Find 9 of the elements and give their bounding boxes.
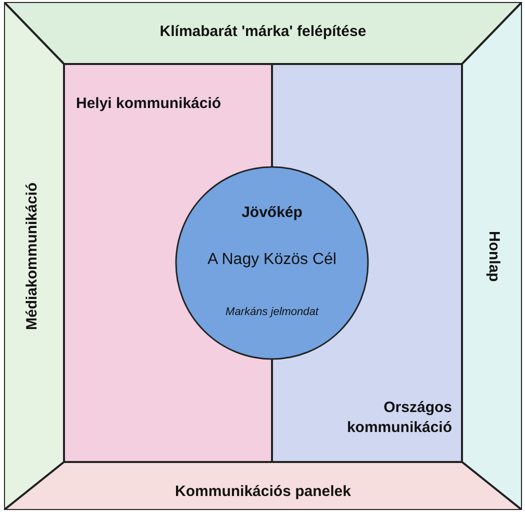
panel-label: Kommunikációs panelek <box>174 482 352 502</box>
circle-title: A Nagy Közös Cél <box>206 251 338 269</box>
panel-label: Honlap <box>484 230 504 284</box>
circle-slogan: Markáns jelmondat <box>224 306 320 318</box>
panel-label: Klímabarát 'márka' felépítése <box>158 22 368 42</box>
circle-heading: Jövőkép <box>240 204 304 221</box>
panel-label: Országos kommunikáció <box>346 398 452 438</box>
panel-label: Médiakommunikáció <box>22 181 42 332</box>
panel-label: Helyi kommunikáció <box>76 94 222 114</box>
